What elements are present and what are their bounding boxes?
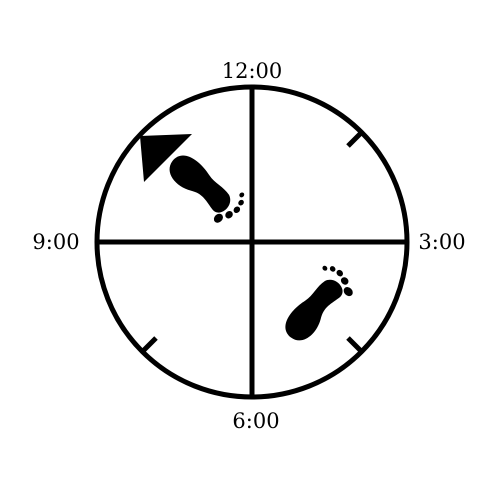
label-6: 6:00 xyxy=(232,409,279,433)
footprint-icon xyxy=(169,155,245,223)
tick-mark-4-30 xyxy=(346,336,364,354)
arrow-up-left-icon xyxy=(140,134,192,182)
label-12: 12:00 xyxy=(222,59,283,83)
tick-mark-7-30 xyxy=(140,336,158,354)
footprint-icon xyxy=(285,265,353,341)
label-3: 3:00 xyxy=(418,230,465,254)
label-9: 9:00 xyxy=(32,230,79,254)
tick-mark-1-30 xyxy=(346,130,364,148)
